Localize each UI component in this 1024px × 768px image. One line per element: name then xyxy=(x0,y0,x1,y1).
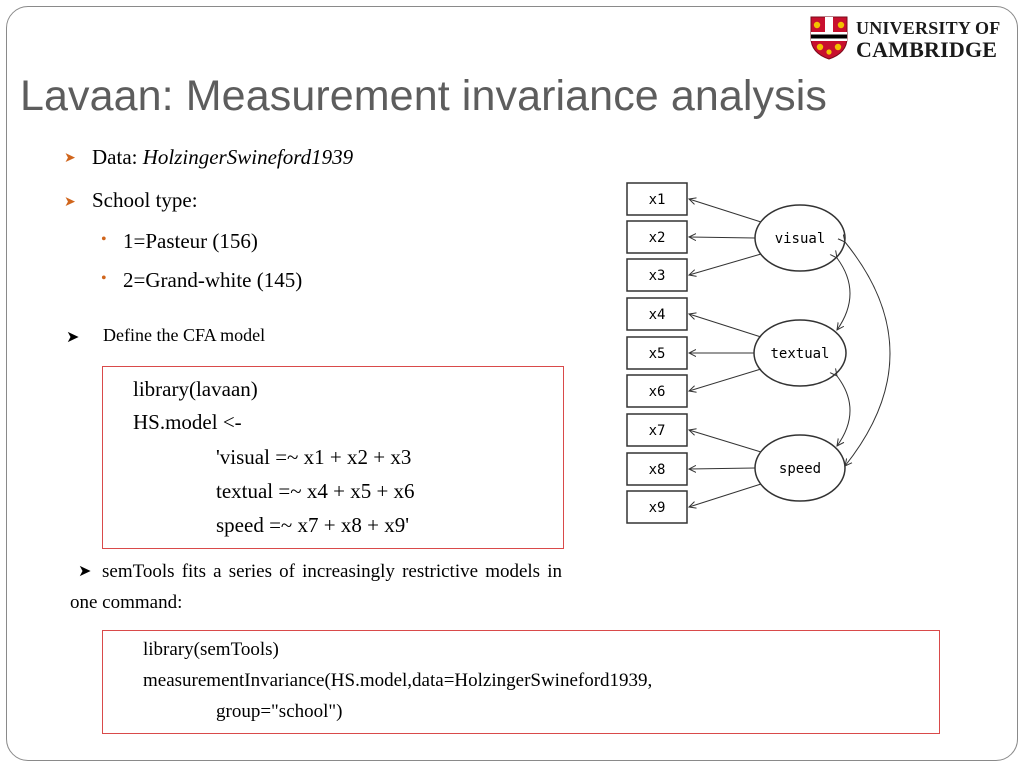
svg-text:x5: x5 xyxy=(649,346,666,362)
svg-text:x2: x2 xyxy=(649,230,666,246)
bullet-school-type: School type: xyxy=(92,188,198,212)
svg-text:x9: x9 xyxy=(649,500,666,516)
observed-x5: x5 xyxy=(626,336,688,370)
observed-x1: x1 xyxy=(626,182,688,216)
loading-visual-x2 xyxy=(689,237,756,238)
bullet-define-model: Define the CFA model xyxy=(103,325,266,345)
latent-textual: textual xyxy=(753,319,847,387)
code-line: 'visual =~ x1 + x2 + x3 xyxy=(216,445,412,469)
cambridge-shield-icon xyxy=(810,16,848,60)
bullet-data: Data: HolzingerSwineford1939 xyxy=(92,145,353,170)
dot-bullet-icon: • xyxy=(101,270,107,287)
dot-bullet-icon: • xyxy=(101,231,107,248)
observed-x7: x7 xyxy=(626,413,688,447)
observed-x9: x9 xyxy=(626,490,688,524)
logo-line-1: UNIVERSITY OF xyxy=(856,18,1001,38)
loading-speed-x7 xyxy=(689,430,762,453)
semtools-text: semTools fits a series of increasingly r… xyxy=(70,561,562,613)
data-label: Data: xyxy=(92,145,143,169)
svg-text:x7: x7 xyxy=(649,423,666,439)
code-line: group="school") xyxy=(216,701,343,722)
svg-text:visual: visual xyxy=(775,231,826,247)
data-value: HolzingerSwineford1939 xyxy=(142,145,354,169)
code-line: textual =~ x4 + x5 + x6 xyxy=(216,479,415,503)
loading-visual-x3 xyxy=(689,253,762,275)
covariance-textual-speed xyxy=(837,376,851,446)
covariance-visual-speed xyxy=(845,242,891,466)
loading-speed-x8 xyxy=(689,468,756,469)
code-line: speed =~ x7 + x8 + x9' xyxy=(216,513,409,537)
logo-line-2: CAMBRIDGE xyxy=(856,37,998,62)
svg-text:x3: x3 xyxy=(649,268,666,284)
arrow-bullet-icon: ➤ xyxy=(78,563,92,580)
observed-x3: x3 xyxy=(626,258,688,292)
observed-x6: x6 xyxy=(626,374,688,408)
loading-textual-x6 xyxy=(689,368,762,391)
observed-x8: x8 xyxy=(626,452,688,486)
observed-x4: x4 xyxy=(626,297,688,331)
arrow-bullet-icon: ➤ xyxy=(64,195,76,210)
arrow-bullet-icon: ➤ xyxy=(66,329,80,346)
covariance-visual-textual xyxy=(837,258,851,330)
university-logo: UNIVERSITY OF CAMBRIDGE xyxy=(810,16,1010,62)
loading-textual-x4 xyxy=(689,314,762,338)
sub-bullet-pasteur: 1=Pasteur (156) xyxy=(123,229,258,253)
latent-visual: visual xyxy=(754,204,846,272)
sub-bullet-grand-white: 2=Grand-white (145) xyxy=(123,268,303,292)
loading-visual-x1 xyxy=(689,199,762,223)
svg-text:x8: x8 xyxy=(649,462,666,478)
svg-text:x4: x4 xyxy=(649,307,666,323)
code-line: measurementInvariance(HS.model,data=Holz… xyxy=(143,670,653,691)
semtools-code-box: library(semTools) measurementInvariance(… xyxy=(102,630,940,734)
code-line: library(lavaan) xyxy=(133,377,258,401)
latent-speed: speed xyxy=(754,434,846,502)
observed-x2: x2 xyxy=(626,220,688,254)
svg-text:speed: speed xyxy=(779,461,821,477)
svg-text:textual: textual xyxy=(770,346,829,362)
svg-text:x6: x6 xyxy=(649,384,666,400)
cfa-model-code-box: library(lavaan) HS.model <- 'visual =~ x… xyxy=(102,366,564,549)
code-line: HS.model <- xyxy=(133,410,242,434)
slide-title: Lavaan: Measurement invariance analysis xyxy=(20,72,828,120)
slide-frame xyxy=(6,6,1018,761)
cfa-path-diagram: x1 x2 x3 x4 x5 x6 x7 x8 x9 visual textua… xyxy=(626,182,891,524)
code-line: library(semTools) xyxy=(143,639,279,660)
loading-speed-x9 xyxy=(689,483,762,507)
svg-text:x1: x1 xyxy=(649,192,666,208)
arrow-bullet-icon: ➤ xyxy=(64,151,76,166)
semtools-description: semTools fits a series of increasingly r… xyxy=(70,556,562,618)
